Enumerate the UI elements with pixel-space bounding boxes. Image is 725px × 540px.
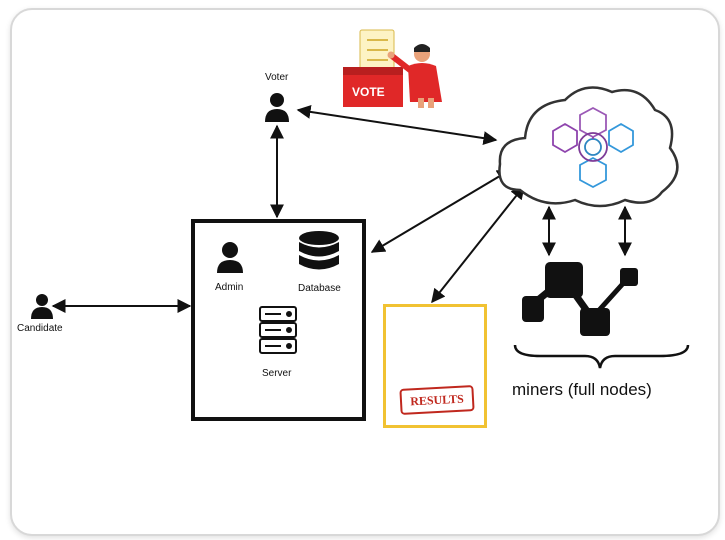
- server-icon: [259, 306, 297, 354]
- voter-person-icon: [265, 93, 289, 122]
- vote-badge-label: VOTE: [352, 85, 385, 99]
- blockchain-cloud-icon: [498, 86, 679, 208]
- database-icon: [299, 231, 339, 270]
- database-label: Database: [298, 283, 341, 294]
- admin-label: Admin: [215, 282, 244, 293]
- server-label: Server: [262, 368, 292, 379]
- results-stamp: RESULTS: [399, 385, 475, 415]
- arrow-results-blockchain: [431, 184, 525, 304]
- voter-label: Voter: [265, 72, 289, 83]
- arrow-voter-blockchain: [296, 104, 498, 146]
- admin-person-icon: [217, 242, 243, 273]
- candidate-person-icon: [31, 294, 53, 319]
- arrow-system-blockchain: [370, 169, 512, 253]
- vote-box-icon: [343, 29, 442, 108]
- system-box: [191, 219, 366, 421]
- results-panel: RESULTS: [383, 304, 487, 428]
- miners-label: miners (full nodes): [512, 380, 652, 399]
- miners-brace: [513, 344, 690, 369]
- node-graph-icon: [522, 262, 638, 336]
- candidate-label: Candidate: [17, 323, 63, 334]
